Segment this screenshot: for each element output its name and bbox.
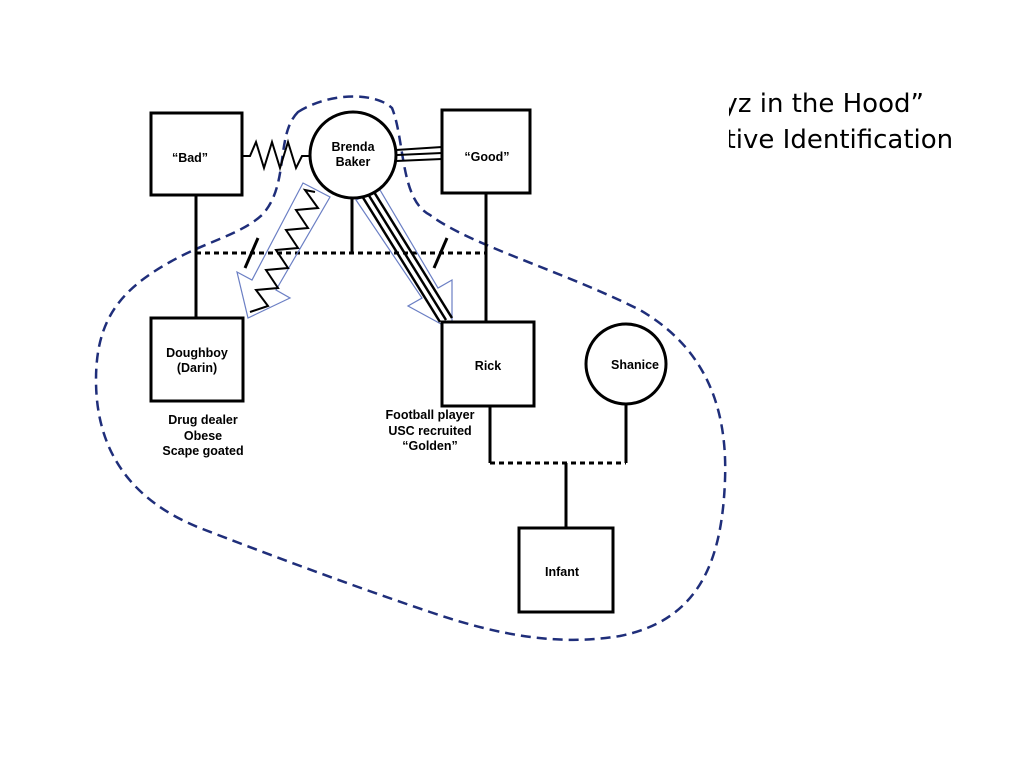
close-line-brenda-rick-3 <box>372 191 454 319</box>
node-brenda <box>308 110 398 200</box>
conflict-zigzag-bad-brenda <box>242 138 312 172</box>
node-shanice <box>584 322 668 406</box>
close-line-1 <box>395 146 443 151</box>
rick-note-2: USC recruited <box>388 424 471 438</box>
node-shanice-label: Shanice <box>611 358 659 372</box>
node-rick-label: Rick <box>475 359 501 373</box>
close-line-brenda-rick-2 <box>366 193 448 321</box>
projection-arrow-rick <box>355 189 453 332</box>
separation-mark-right <box>432 237 449 269</box>
node-bad-label: “Bad” <box>172 151 208 165</box>
node-good <box>440 108 532 195</box>
conflict-zigzag-brenda-doughboy <box>249 188 320 313</box>
close-line-brenda-rick-1 <box>360 195 442 323</box>
close-line-2 <box>396 152 443 156</box>
separation-mark-left <box>243 237 260 269</box>
doughboy-note-3: Scape goated <box>162 444 243 458</box>
node-doughboy-label-2: (Darin) <box>177 361 217 375</box>
node-rick <box>440 320 536 408</box>
rick-note-1: Football player <box>386 408 475 422</box>
node-doughboy-label-1: Doughboy <box>166 346 228 360</box>
node-bad <box>149 111 244 197</box>
node-brenda-label-1: Brenda <box>331 140 375 154</box>
doughboy-note-1: Drug dealer <box>168 413 238 427</box>
family-boundary <box>94 95 727 642</box>
close-line-3 <box>395 158 443 162</box>
rick-note-3: “Golden” <box>402 439 458 453</box>
node-good-label: “Good” <box>464 150 509 164</box>
doughboy-note-2: Obese <box>184 429 222 443</box>
node-infant-label: Infant <box>545 565 580 579</box>
projection-arrow-doughboy <box>236 182 331 319</box>
node-doughboy <box>149 316 245 403</box>
node-brenda-label-2: Baker <box>336 155 371 169</box>
node-infant <box>517 526 615 614</box>
